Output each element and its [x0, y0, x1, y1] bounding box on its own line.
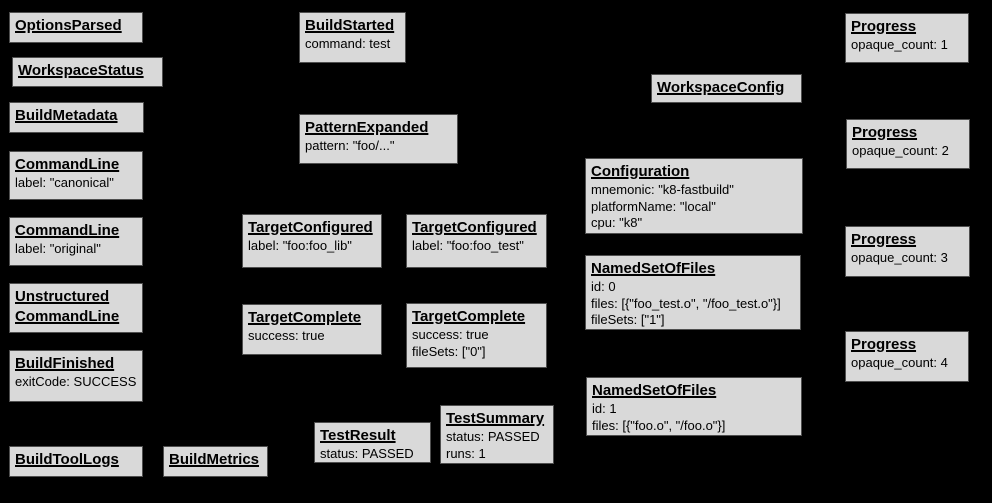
- event-node-testresult: TestResult status: PASSED: [314, 422, 431, 463]
- node-title: BuildMetadata: [15, 107, 118, 124]
- node-title: TargetConfigured: [412, 219, 537, 236]
- node-field: success: true: [412, 327, 489, 342]
- node-title: NamedSetOfFiles: [592, 382, 717, 399]
- node-field: id: 1: [592, 401, 617, 416]
- event-node-targetcomplete-foo-lib: TargetComplete success: true: [242, 304, 382, 355]
- node-field: cpu: "k8": [591, 215, 643, 230]
- node-field: opaque_count: 1: [851, 37, 948, 52]
- event-node-buildmetadata: BuildMetadata: [9, 102, 144, 133]
- node-field: label: "foo:foo_test": [412, 238, 524, 253]
- node-title: Progress: [851, 336, 917, 353]
- event-node-targetcomplete-foo-test: TargetComplete success: true fileSets: […: [406, 303, 547, 368]
- event-node-workspaceconfig: WorkspaceConfig: [651, 74, 802, 103]
- node-title: Progress: [851, 231, 917, 248]
- node-field: runs: 1: [446, 445, 486, 461]
- event-node-targetconfigured-foo-test: TargetConfigured label: "foo:foo_test": [406, 214, 547, 268]
- node-field: success: true: [248, 328, 325, 343]
- event-node-progress-3: Progress opaque_count: 3: [845, 226, 970, 277]
- node-title: BuildFinished: [15, 355, 115, 372]
- node-field: platformName: "local": [591, 198, 716, 214]
- node-title: Progress: [852, 124, 918, 141]
- event-node-optionsparsed: OptionsParsed: [9, 12, 143, 43]
- node-title: TestSummary: [446, 410, 545, 427]
- node-field: mnemonic: "k8-fastbuild": [591, 182, 734, 197]
- node-field: id: 0: [591, 279, 616, 294]
- node-title: TestResult: [320, 427, 396, 444]
- node-field: exitCode: SUCCESS: [15, 374, 137, 389]
- node-field: opaque_count: 2: [852, 143, 949, 158]
- node-field: status: PASSED: [446, 429, 540, 444]
- event-node-unstructuredcommandline: Unstructured CommandLine: [9, 283, 143, 333]
- event-node-namedsetoffiles-1: NamedSetOfFiles id: 1 files: [{"foo.o", …: [586, 377, 802, 436]
- event-node-progress-1: Progress opaque_count: 1: [845, 13, 969, 63]
- event-node-patternexpanded: PatternExpanded pattern: "foo/...": [299, 114, 458, 164]
- node-field: opaque_count: 3: [851, 250, 948, 265]
- node-title: CommandLine: [15, 222, 120, 239]
- node-field: status: PASSED: [320, 446, 414, 461]
- node-title: Configuration: [591, 163, 690, 180]
- node-title: Unstructured CommandLine: [15, 288, 120, 325]
- event-node-workspacestatus: WorkspaceStatus: [12, 57, 163, 87]
- event-node-testsummary: TestSummary status: PASSED runs: 1: [440, 405, 554, 464]
- node-field: command: test: [305, 36, 391, 51]
- node-field: label: "foo:foo_lib": [248, 238, 352, 253]
- event-node-targetconfigured-foo-lib: TargetConfigured label: "foo:foo_lib": [242, 214, 382, 268]
- event-node-progress-2: Progress opaque_count: 2: [846, 119, 970, 169]
- node-title: PatternExpanded: [305, 119, 429, 136]
- node-title: NamedSetOfFiles: [591, 260, 716, 277]
- event-node-buildstarted: BuildStarted command: test: [299, 12, 406, 63]
- node-field: opaque_count: 4: [851, 355, 948, 370]
- node-title: BuildMetrics: [169, 451, 260, 468]
- event-node-commandline-original: CommandLine label: "original": [9, 217, 143, 266]
- node-title: Progress: [851, 18, 917, 35]
- event-node-buildtoollogs: BuildToolLogs: [9, 446, 143, 477]
- node-title: WorkspaceConfig: [657, 79, 785, 96]
- node-field: fileSets: ["1"]: [591, 312, 665, 327]
- node-field: label: "original": [15, 241, 101, 256]
- event-node-commandline-canonical: CommandLine label: "canonical": [9, 151, 143, 200]
- node-field: label: "canonical": [15, 175, 114, 190]
- node-title: OptionsParsed: [15, 17, 122, 34]
- node-title: CommandLine: [15, 156, 120, 173]
- node-title: BuildToolLogs: [15, 451, 119, 468]
- node-title: TargetComplete: [412, 308, 526, 325]
- node-title: WorkspaceStatus: [18, 62, 144, 79]
- event-node-progress-4: Progress opaque_count: 4: [845, 331, 969, 382]
- node-title: TargetConfigured: [248, 219, 373, 236]
- event-node-buildfinished: BuildFinished exitCode: SUCCESS: [9, 350, 143, 402]
- node-field: fileSets: ["0"]: [412, 343, 486, 359]
- event-node-configuration: Configuration mnemonic: "k8-fastbuild" p…: [585, 158, 803, 234]
- node-field: files: [{"foo.o", "/foo.o"}]: [592, 417, 726, 433]
- node-field: files: [{"foo_test.o", "/foo_test.o"}]: [591, 295, 781, 311]
- node-field: pattern: "foo/...": [305, 138, 395, 153]
- event-node-namedsetoffiles-0: NamedSetOfFiles id: 0 files: [{"foo_test…: [585, 255, 801, 330]
- event-node-buildmetrics: BuildMetrics: [163, 446, 268, 477]
- node-title: BuildStarted: [305, 17, 395, 34]
- node-title: TargetComplete: [248, 309, 362, 326]
